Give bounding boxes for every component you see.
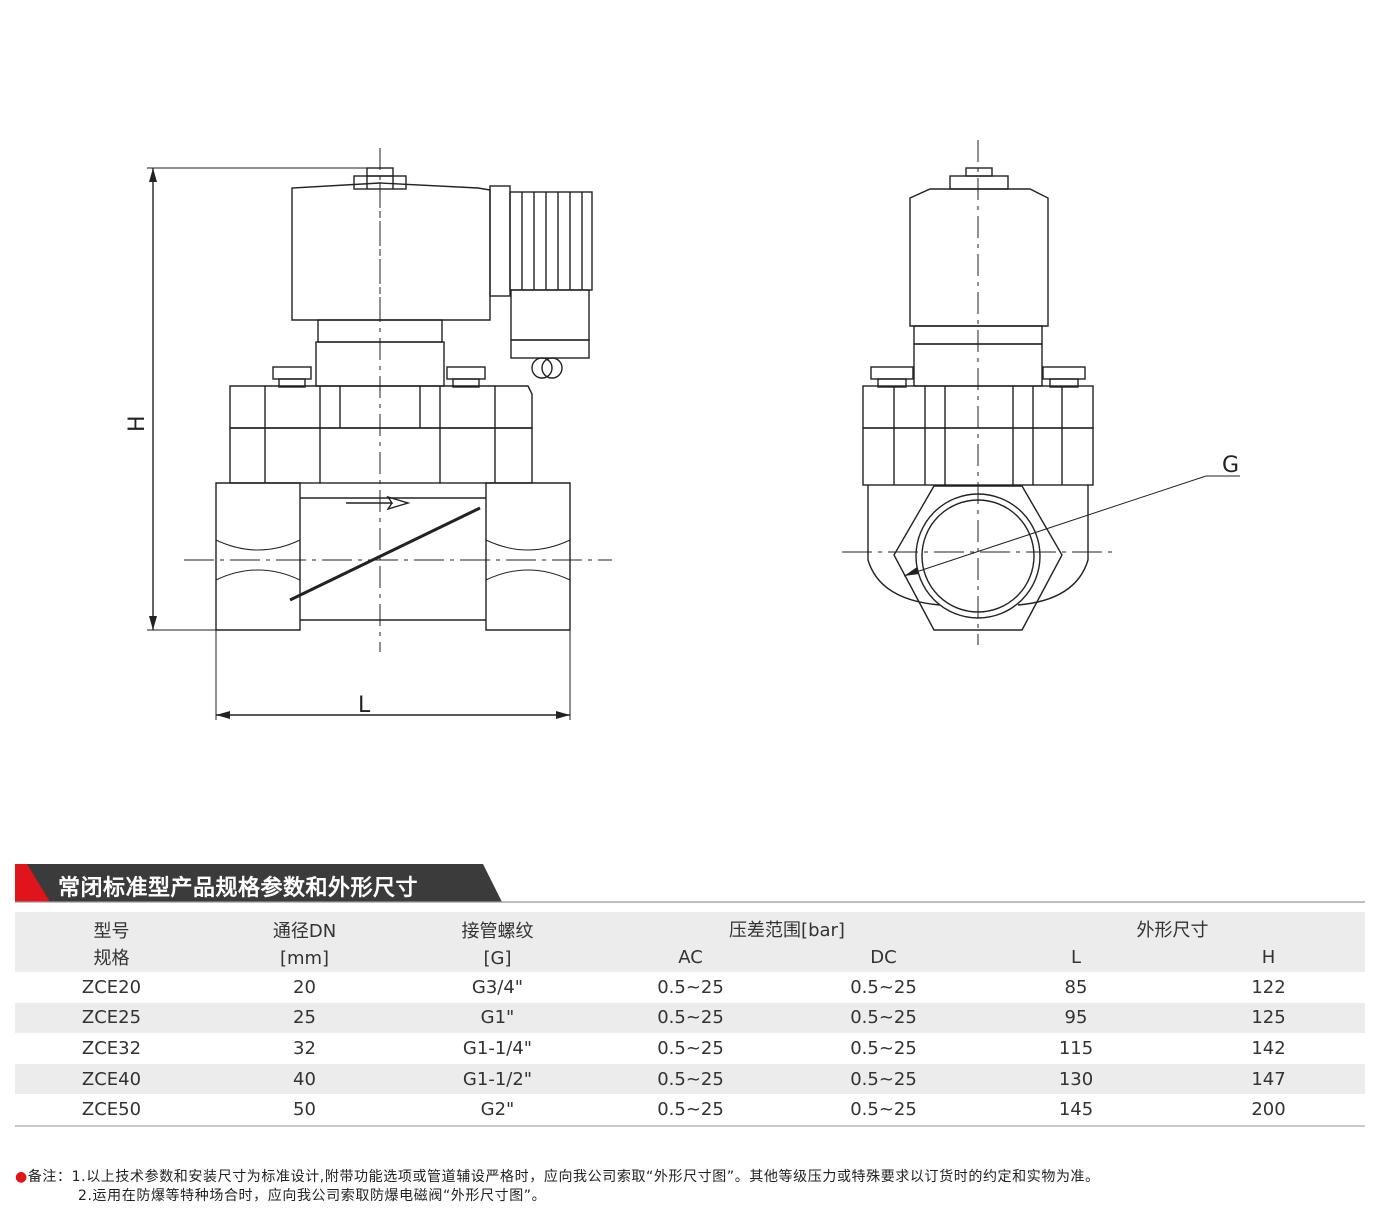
header-dn: 通径DN [mm] bbox=[208, 912, 401, 972]
valve-technical-drawing: H L G bbox=[125, 140, 1240, 720]
header-model-line2: 规格 bbox=[93, 948, 130, 969]
header-pressure-ac: AC bbox=[594, 942, 787, 972]
cell-pressure-ac: 0.5~25 bbox=[594, 1002, 787, 1034]
front-view bbox=[147, 148, 612, 720]
cell-pressure-dc: 0.5~25 bbox=[787, 1063, 980, 1095]
cell-dim-h: 122 bbox=[1251, 976, 1286, 998]
header-thread-line2: [G] bbox=[483, 948, 512, 969]
notes: ●备注：1.以上技术参数和安装尺寸为标准设计,附带功能选项或管道辅设严格时，应向… bbox=[15, 1168, 1100, 1206]
cell-dim-h: 147 bbox=[1172, 1063, 1365, 1095]
note-item: ●备注：1.以上技术参数和安装尺寸为标准设计,附带功能选项或管道辅设严格时，应向… bbox=[15, 1168, 1100, 1187]
header-dims: 外形尺寸 bbox=[980, 912, 1365, 942]
cell-model: ZCE20 bbox=[81, 976, 142, 998]
cell-dim-l: 145 bbox=[980, 1094, 1172, 1127]
cell-thread: G3/4" bbox=[471, 976, 524, 998]
note-text: 2.运用在防爆等特种场合时，应向我公司索取防爆电磁阀“外形尺寸图”。 bbox=[78, 1188, 547, 1204]
cell-model: ZCE25 bbox=[15, 1002, 208, 1034]
header-model-line1: 型号 bbox=[93, 921, 130, 942]
section-title: 常闭标准型产品规格参数和外形尺寸 bbox=[58, 876, 419, 901]
cell-pressure-dc: 0.5~25 bbox=[787, 1094, 980, 1127]
cell-dn: 25 bbox=[208, 1002, 401, 1034]
cell-model: ZCE40 bbox=[15, 1063, 208, 1095]
cell-dim-h: 142 bbox=[1251, 1037, 1286, 1059]
cell-pressure-ac: 0.5~25 bbox=[594, 1094, 787, 1127]
cell-pressure-ac: 0.5~25 bbox=[657, 976, 724, 998]
table-row: ZCE25 25 G1" 0.5~25 0.5~25 95 125 bbox=[15, 1002, 1365, 1034]
table-row: ZCE32 32 G1-1/4" 0.5~25 0.5~25 115 142 bbox=[15, 1033, 1365, 1064]
cell-model: ZCE32 bbox=[81, 1037, 142, 1059]
cell-pressure-dc: 0.5~25 bbox=[850, 1037, 917, 1059]
cell-thread: G1-1/4" bbox=[462, 1037, 533, 1059]
cell-thread: G2" bbox=[401, 1094, 594, 1127]
section-header: 常闭标准型产品规格参数和外形尺寸 bbox=[15, 864, 1365, 910]
note-item: 2.运用在防爆等特种场合时，应向我公司索取防爆电磁阀“外形尺寸图”。 bbox=[15, 1187, 1100, 1206]
header-dims-l: L bbox=[980, 942, 1172, 972]
section-header-banner bbox=[15, 864, 1365, 903]
cell-dim-l: 130 bbox=[980, 1063, 1172, 1095]
header-dn-line2: [mm] bbox=[279, 948, 330, 969]
header-thread: 接管螺纹 [G] bbox=[401, 912, 594, 972]
header-model: 型号 规格 bbox=[15, 912, 208, 972]
cell-dim-l: 85 bbox=[1064, 976, 1088, 998]
dimension-h-label: H bbox=[125, 415, 150, 432]
cell-dim-l: 115 bbox=[1058, 1037, 1094, 1059]
dimension-g-label: G bbox=[1222, 453, 1239, 478]
notes-label: 备注： bbox=[27, 1169, 72, 1185]
header-thread-line1: 接管螺纹 bbox=[461, 921, 534, 942]
cell-model: ZCE50 bbox=[15, 1094, 208, 1127]
cell-dn: 50 bbox=[208, 1094, 401, 1127]
header-pressure: 压差范围[bar] bbox=[594, 912, 980, 942]
cell-pressure-ac: 0.5~25 bbox=[657, 1037, 724, 1059]
cell-thread: G1" bbox=[401, 1002, 594, 1034]
header-pressure-dc: DC bbox=[787, 942, 980, 972]
header-dn-line1: 通径DN bbox=[272, 921, 337, 942]
cell-dim-l: 95 bbox=[980, 1002, 1172, 1034]
cell-pressure-dc: 0.5~25 bbox=[787, 1002, 980, 1034]
cell-pressure-dc: 0.5~25 bbox=[850, 976, 917, 998]
spec-table: 型号 规格 通径DN [mm] 接管螺纹 [G] 压差范围[bar] 外形尺寸 … bbox=[15, 912, 1365, 1127]
table-row: ZCE20 20 G3/4" 0.5~25 0.5~25 85 122 bbox=[15, 972, 1365, 1003]
cell-dn: 40 bbox=[208, 1063, 401, 1095]
cell-dn: 20 bbox=[293, 976, 316, 998]
dimension-l-label: L bbox=[358, 693, 371, 718]
table-row: ZCE50 50 G2" 0.5~25 0.5~25 145 200 bbox=[15, 1094, 1365, 1127]
cell-pressure-ac: 0.5~25 bbox=[594, 1063, 787, 1095]
cell-dim-h: 125 bbox=[1172, 1002, 1365, 1034]
bullet-icon: ● bbox=[15, 1169, 28, 1185]
cell-dim-h: 200 bbox=[1172, 1094, 1365, 1127]
side-view bbox=[842, 140, 1240, 645]
header-dims-h: H bbox=[1172, 942, 1365, 972]
table-row: ZCE40 40 G1-1/2" 0.5~25 0.5~25 130 147 bbox=[15, 1063, 1365, 1095]
cell-thread: G1-1/2" bbox=[401, 1063, 594, 1095]
cell-dn: 32 bbox=[293, 1037, 316, 1059]
note-text: 1.以上技术参数和安装尺寸为标准设计,附带功能选项或管道辅设严格时，应向我公司索… bbox=[71, 1169, 1100, 1185]
